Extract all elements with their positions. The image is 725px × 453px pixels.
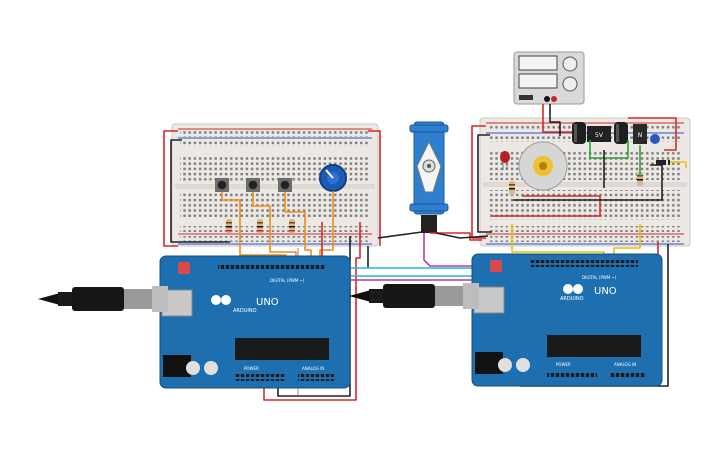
resistor-left-1[interactable] xyxy=(226,219,232,233)
usb-cable-right[interactable] xyxy=(349,283,479,309)
resistor-right-1[interactable] xyxy=(509,181,515,195)
capacitor-1[interactable] xyxy=(572,122,586,144)
arduino-right[interactable]: ARDUINO UNO DIGITAL (PWM ~) POWER ANALOG… xyxy=(471,253,663,387)
arduino-left-digital: DIGITAL (PWM ~) xyxy=(270,278,305,283)
led-icon[interactable] xyxy=(500,151,510,170)
dc-motor-icon[interactable] xyxy=(518,141,568,191)
arduino-left[interactable]: ARDUINO UNO DIGITAL (PWM ~) POWER ANALOG… xyxy=(159,255,351,389)
arduino-right-analog: ANALOG IN xyxy=(614,362,636,367)
resistor-left-3[interactable] xyxy=(289,219,295,233)
arduino-logo-icon xyxy=(211,295,221,305)
servo-icon[interactable] xyxy=(409,121,449,233)
transistor[interactable]: N xyxy=(633,124,647,144)
power-supply[interactable] xyxy=(513,51,585,105)
potentiometer[interactable] xyxy=(319,164,347,192)
arduino-left-analog: ANALOG IN xyxy=(302,366,324,371)
usb-cable-left[interactable] xyxy=(38,286,168,312)
breadboard-left[interactable] xyxy=(171,123,379,247)
transistor-label: N xyxy=(638,132,643,139)
arduino-right-power: POWER xyxy=(556,362,571,367)
pushbutton-3[interactable] xyxy=(278,178,292,192)
diode[interactable] xyxy=(650,134,670,165)
voltage-regulator[interactable]: 5V xyxy=(587,126,611,142)
arduino-left-brand: ARDUINO xyxy=(233,308,257,314)
arduino-right-digital: DIGITAL (PWM ~) xyxy=(582,275,617,280)
arduino-right-brand: ARDUINO xyxy=(560,296,584,302)
pushbutton-2[interactable] xyxy=(246,178,260,192)
regulator-label: 5V xyxy=(595,132,604,139)
arduino-left-power: POWER xyxy=(244,366,259,371)
arduino-left-uno: UNO xyxy=(256,297,279,308)
capacitor-2[interactable] xyxy=(614,122,628,144)
resistor-left-2[interactable] xyxy=(257,219,263,233)
pushbutton-1[interactable] xyxy=(215,178,229,192)
arduino-right-uno: UNO xyxy=(594,286,617,297)
